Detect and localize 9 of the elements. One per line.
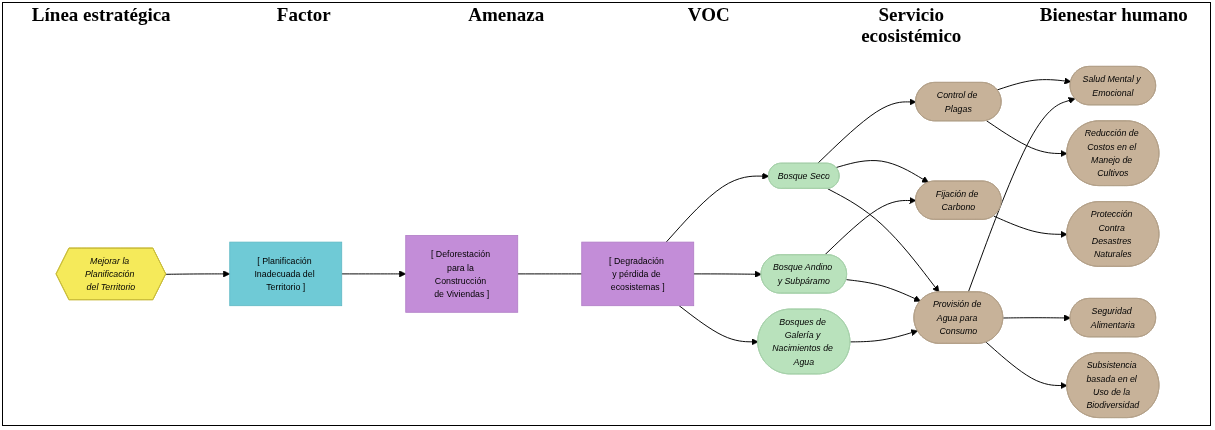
node-box: [ Planificación Inadecuada del Territorio ] [229,241,343,307]
node-box: [ Degradación y pérdida de ecosistemas ] [581,241,695,307]
column-heading: Bienestar humano [1038,4,1189,27]
column-heading: Servicio ecosistémico [860,4,963,48]
column-heading: Factor [275,4,332,27]
column-heading: Línea estratégica [30,4,172,27]
column-heading: VOC [686,4,731,27]
column-heading: Amenaza [467,4,546,27]
node-box: [ Deforestación para la Construcción de Viviendas ] [405,235,519,313]
